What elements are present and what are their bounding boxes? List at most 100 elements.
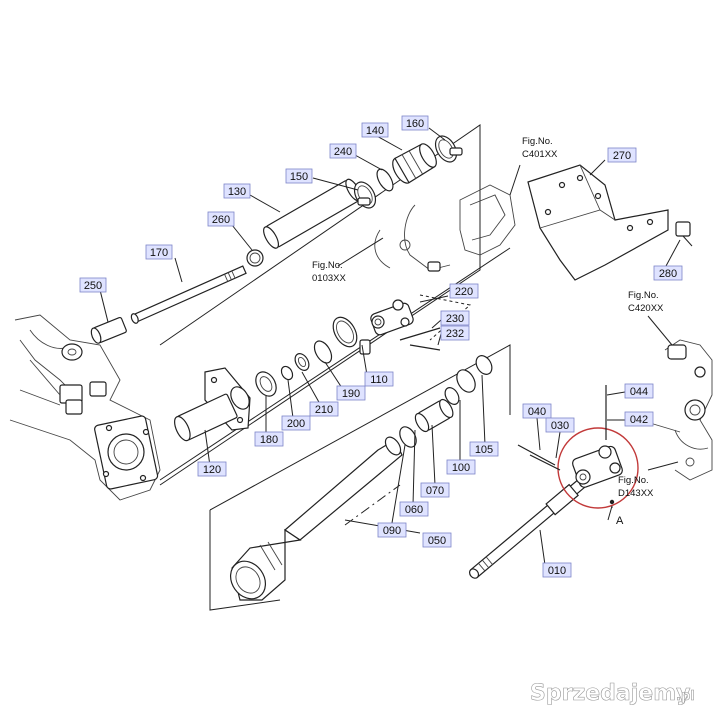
part-label-280: 280 [653,265,683,281]
svg-text:Fig.No.: Fig.No. [618,475,649,486]
pin-040 [517,444,556,466]
svg-text:Fig.No.: Fig.No. [628,290,659,301]
part-label-110: 110 [364,371,394,387]
part-label-090: 090 [377,522,407,538]
part-label-010: 010 [542,562,572,578]
part-label-270: 270 [607,147,637,163]
part-label-130: 130 [223,183,251,199]
bearing-housing-120 [174,367,251,442]
detail-marker: A [616,515,624,527]
part-label-042: 042 [624,411,654,427]
fig-ref-c401: Fig.No. C401XX [522,136,558,160]
svg-text:140: 140 [366,125,384,137]
part-label-160: 160 [401,115,429,131]
svg-text:070: 070 [426,485,444,497]
svg-text:160: 160 [406,118,424,130]
shaft-010 [468,478,586,579]
svg-text:180: 180 [260,434,278,446]
part-label-220: 220 [449,283,479,299]
part-label-180: 180 [254,431,284,447]
universal-joint-220 [370,294,472,341]
clamp-160 [434,135,463,163]
front-axle-housing [9,314,161,501]
part-label-040: 040 [522,403,552,419]
svg-text:110: 110 [370,374,388,386]
svg-text:010: 010 [548,565,566,577]
part-label-150: 150 [285,168,313,184]
svg-text:232: 232 [446,328,464,340]
part-label-140: 140 [361,122,389,138]
ring-240 [376,168,394,192]
fig-ref-d143: Fig.No. D143XX [618,475,654,499]
part-label-210: 210 [309,401,339,417]
transmission-housing [374,184,516,272]
svg-text:280: 280 [659,268,677,280]
part-label-200: 200 [281,415,311,431]
svg-text:030: 030 [551,420,569,432]
clamp-150 [353,181,377,209]
part-label-232: 232 [440,325,470,341]
svg-text:220: 220 [455,286,473,298]
svg-text:210: 210 [315,404,333,416]
part-label-260: 260 [207,211,235,227]
svg-text:0103XX: 0103XX [312,273,346,284]
svg-text:230: 230 [446,313,464,325]
svg-text:190: 190 [342,388,360,400]
part-label-230: 230 [440,310,470,326]
svg-text:040: 040 [528,406,546,418]
clamp-110 [332,316,371,355]
svg-text:170: 170 [150,247,168,259]
svg-text:250: 250 [84,280,102,292]
bearing-210 [294,353,310,371]
svg-text:050: 050 [428,535,446,547]
svg-text:120: 120 [203,464,221,476]
svg-text:105: 105 [475,444,493,456]
detail-a [557,427,639,521]
boot-140 [392,143,437,184]
part-label-100: 100 [446,459,476,475]
fig-ref-c420: Fig.No. C420XX [628,290,664,314]
part-label-170: 170 [145,244,173,260]
part-label-070: 070 [420,482,450,498]
svg-text:C420XX: C420XX [628,303,664,314]
driveshaft-050 [229,436,403,601]
fig-references: Fig.No. C401XX Fig.No. 0103XX Fig.No. C4… [312,136,664,499]
svg-text:150: 150 [290,171,308,183]
part-label-120: 120 [197,461,227,477]
svg-text:D143XX: D143XX [618,488,654,499]
part-label-030: 030 [545,417,575,433]
part-label-105: 105 [469,441,499,457]
part-label-050: 050 [422,532,452,548]
svg-text:260: 260 [212,214,230,226]
svg-text:090: 090 [383,525,401,537]
pin-230 [399,327,441,341]
watermark: Sprzedajemy .pl [530,681,695,707]
ring-090 [399,426,417,448]
svg-text:270: 270 [613,150,631,162]
steering-housing [639,339,713,481]
leader-lines [99,127,681,566]
svg-text:Sprzedajemy: Sprzedajemy [530,681,691,706]
part-label-044: 044 [624,383,654,399]
svg-text:240: 240 [334,146,352,158]
seal-105 [475,355,493,375]
bearing-180 [255,371,277,397]
bolt-280 [675,221,693,247]
svg-text:130: 130 [228,186,246,198]
svg-text:Fig.No.: Fig.No. [522,136,553,147]
ring-190 [313,340,333,364]
part-label-240: 240 [329,143,357,159]
cap-100 [444,369,476,405]
svg-text:.pl: .pl [676,689,695,704]
sleeve-060-070 [414,398,454,433]
pin-232 [409,344,441,351]
svg-text:Fig.No.: Fig.No. [312,260,343,271]
tube-130 [263,178,362,249]
part-label-250: 250 [79,277,107,293]
pin-030 [529,454,561,471]
svg-text:C401XX: C401XX [522,149,558,160]
svg-text:042: 042 [630,414,648,426]
part-label-190: 190 [336,385,366,401]
washer-200 [280,365,294,381]
